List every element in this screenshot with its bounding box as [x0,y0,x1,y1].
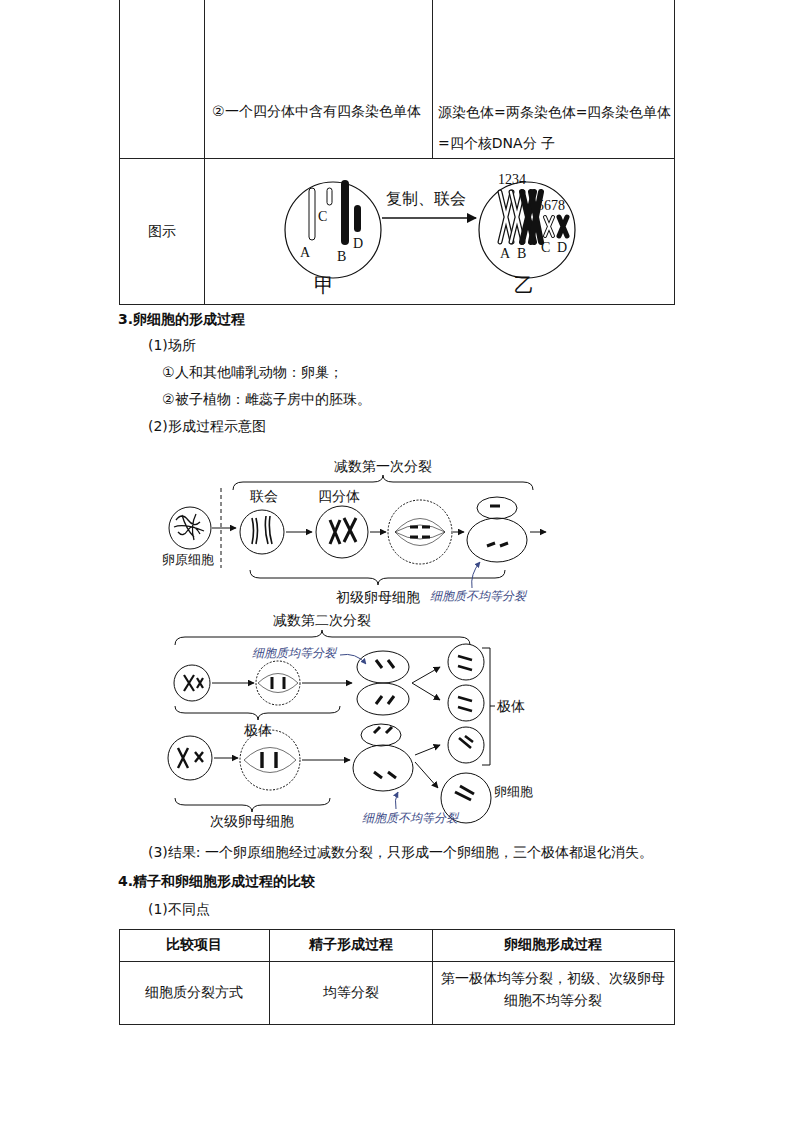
text-label: 3.卵细胞的形成过程 [118,310,245,330]
text-label: 四分体 [318,487,360,507]
cell-yi [479,182,575,278]
text-label: 极体 [497,697,525,717]
process-arrow [382,217,476,219]
text-label: (1)场所 [148,336,196,356]
text-label: (2)形成过程示意图 [148,417,266,437]
text-label: 4.精子和卵细胞形成过程的比较 [118,872,315,892]
text-label: 复制、联会 [386,188,466,210]
text-label: C [541,238,550,258]
text-label: 比较项目 [119,935,269,955]
braces [175,475,533,812]
text-label: 甲 [314,271,334,299]
text-label: 5678 [537,196,565,216]
text-label: ①人和其他哺乳动物：卵巢； [162,363,343,383]
cell-jia [285,180,381,278]
text-label: B [517,244,526,264]
text-label: ②一个四分体中含有四条染色单体 [212,102,421,122]
text-label: 精子形成过程 [269,935,432,955]
text-label: A [500,244,510,264]
text-label: 卵原细胞 [162,551,214,569]
text-label: D [557,238,567,258]
oogenesis-cells [168,497,546,823]
text-label: 细胞质不均等分裂 [362,810,458,827]
text-label: 图示 [148,222,176,242]
text-label: B [337,247,346,267]
text-label: 乙 [514,271,534,299]
text-label: 减数第一次分裂 [333,457,433,477]
text-label: 卵细胞形成过程 [432,935,674,955]
text-label: (1)不同点 [148,900,210,920]
table-lines [119,0,675,1025]
text-label: 减数第二次分裂 [262,611,382,631]
text-label: 均等分裂 [269,983,432,1003]
text-label: 卵细胞 [494,783,533,801]
text-label: C [318,207,327,227]
text-label: (3)结果: 一个卵原细胞经过减数分裂，只形成一个卵细胞，三个极体都退化消失。 [148,843,653,863]
text-label: ②被子植物：雌蕊子房中的胚珠。 [162,390,371,410]
text-label: A [300,243,310,263]
text-label: 第一极体均等分裂，初级、次级卵母细胞不均等分裂 [438,967,668,1012]
text-label: 细胞质均等分裂 [252,645,336,662]
text-label: 次级卵母细胞 [197,812,307,832]
text-label: 源染色体=两条染色体=四条染色单体=四个核DNA分 子 [438,97,672,159]
text-label: 细胞质不均等分裂 [430,588,526,605]
text-label: 初级卵母细胞 [328,588,428,608]
text-label: 1234 [498,170,526,190]
text-label: 细胞质分裂方式 [119,983,269,1003]
text-label: D [353,234,363,254]
text-label: 极体 [228,721,288,741]
text-label: 联会 [250,487,278,507]
